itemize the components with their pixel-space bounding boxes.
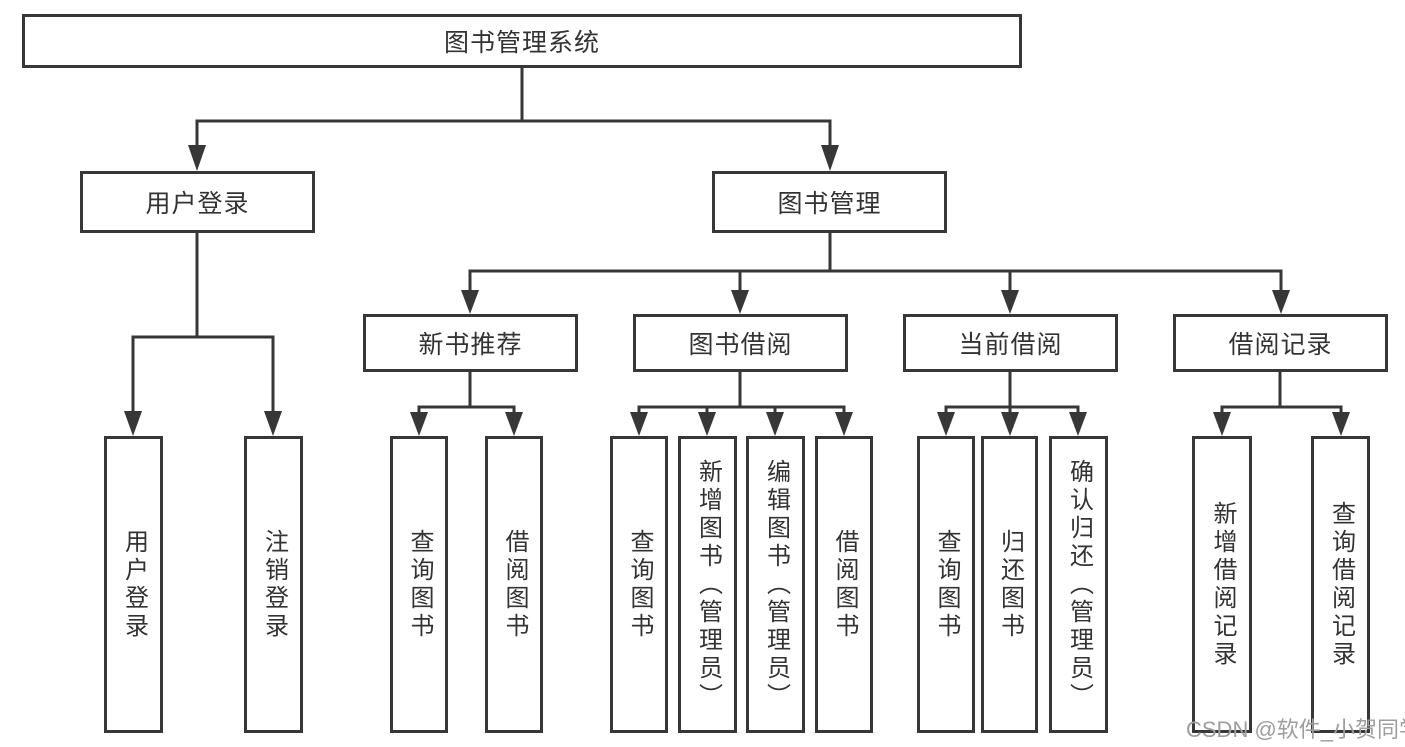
leaf-borrowing-query-books: 查询图书 xyxy=(610,436,668,733)
node-book-borrowing: 图书借阅 xyxy=(633,314,848,372)
leaf-recommend-query-books-label: 查询图书 xyxy=(406,528,433,641)
connector-current-borrowing xyxy=(944,370,1080,416)
connector-book-management xyxy=(468,231,1283,294)
node-new-book-recommend-label: 新书推荐 xyxy=(418,331,523,359)
leaf-current-return-books: 归还图书 xyxy=(981,436,1038,733)
leaf-logout-login-label: 注销登录 xyxy=(260,528,288,641)
csdn-watermark: CSDN @软件_小贺同学 xyxy=(1186,717,1405,742)
node-book-management: 图书管理 xyxy=(712,171,947,233)
node-borrowing-records-label: 借阅记录 xyxy=(1228,331,1333,359)
leaf-user-login: 用户登录 xyxy=(104,436,163,733)
leaf-current-return-books-label: 归还图书 xyxy=(996,528,1024,641)
leaf-borrowing-edit-books-admin-label: 编辑图书（管理员） xyxy=(762,458,790,711)
leaf-recommend-borrow-books: 借阅图书 xyxy=(485,436,543,733)
leaf-records-query-record: 查询借阅记录 xyxy=(1311,436,1370,733)
leaf-current-confirm-return-admin-label: 确认归还（管理员） xyxy=(1065,458,1093,711)
leaf-current-confirm-return-admin: 确认归还（管理员） xyxy=(1049,436,1108,733)
leaf-records-query-record-label: 查询借阅记录 xyxy=(1327,500,1355,669)
connector-book-borrowing xyxy=(637,370,846,416)
leaf-borrowing-query-books-label: 查询图书 xyxy=(626,528,653,641)
node-root-system: 图书管理系统 xyxy=(22,14,1022,68)
leaf-recommend-query-books: 查询图书 xyxy=(390,436,448,733)
leaf-current-query-books: 查询图书 xyxy=(917,436,975,733)
leaf-records-add-record: 新增借阅记录 xyxy=(1192,436,1252,733)
leaf-records-add-record-label: 新增借阅记录 xyxy=(1209,500,1236,669)
connector-new-book-recommend xyxy=(417,370,516,416)
node-new-book-recommend: 新书推荐 xyxy=(363,314,578,372)
node-user-login: 用户登录 xyxy=(80,171,315,233)
leaf-borrowing-borrow-books-label: 借阅图书 xyxy=(831,528,858,641)
connector-root xyxy=(195,66,832,152)
leaf-borrowing-edit-books-admin: 编辑图书（管理员） xyxy=(746,436,805,733)
leaf-user-login-label: 用户登录 xyxy=(120,528,148,641)
leaf-current-query-books-label: 查询图书 xyxy=(933,528,960,641)
node-borrowing-records: 借阅记录 xyxy=(1173,314,1388,372)
leaf-borrowing-add-books-admin: 新增图书（管理员） xyxy=(678,436,737,733)
leaf-borrowing-add-books-admin-label: 新增图书（管理员） xyxy=(694,458,722,711)
node-book-borrowing-label: 图书借阅 xyxy=(688,331,793,359)
node-user-login-label: 用户登录 xyxy=(145,190,250,218)
connector-borrowing-records xyxy=(1220,370,1343,416)
leaf-logout-login: 注销登录 xyxy=(244,436,303,733)
arrowheads xyxy=(124,145,1350,436)
node-current-borrowing-label: 当前借阅 xyxy=(958,331,1063,359)
leaf-recommend-borrow-books-label: 借阅图书 xyxy=(501,528,528,641)
node-book-management-label: 图书管理 xyxy=(777,190,882,218)
node-current-borrowing: 当前借阅 xyxy=(903,314,1118,372)
node-root-system-label: 图书管理系统 xyxy=(443,29,600,57)
leaf-borrowing-borrow-books: 借阅图书 xyxy=(815,436,873,733)
connector-user-login xyxy=(131,231,275,415)
